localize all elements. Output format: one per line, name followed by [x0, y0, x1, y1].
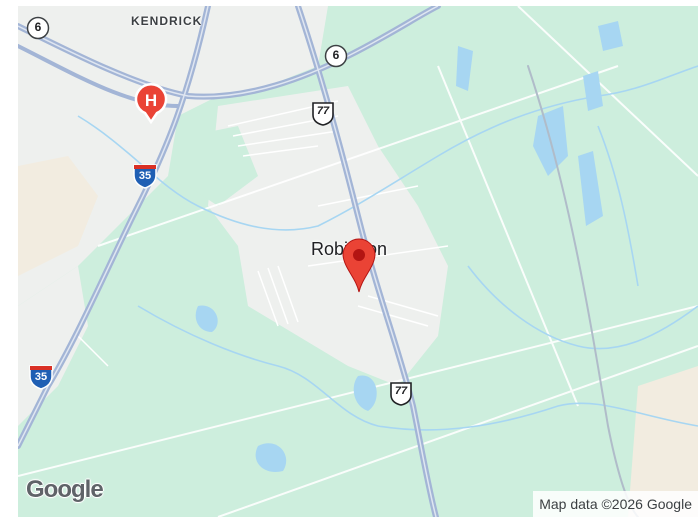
us-highway-77-shield: 77	[310, 100, 336, 126]
urban-area-northwest	[18, 6, 328, 306]
interstate-35-shield: 35	[28, 362, 54, 390]
location-pin-icon[interactable]	[340, 228, 378, 299]
neighborhood-label: KENDRICK	[131, 14, 203, 28]
sandy-area-west	[18, 156, 98, 276]
hospital-marker-letter: H	[145, 91, 157, 110]
state-highway-6-shield: 6	[324, 44, 348, 68]
map-attribution: Map data ©2026 Google	[533, 491, 698, 517]
hospital-marker-icon[interactable]: H	[134, 82, 168, 129]
google-logo: Google	[26, 476, 104, 503]
green-patch-2	[378, 86, 488, 186]
interstate-35-shield: 35	[132, 161, 158, 189]
ponds	[195, 21, 623, 472]
highway-centerlines	[18, 6, 439, 517]
sandy-area-southeast	[628, 366, 698, 517]
map-view[interactable]: KENDRICK Robinson 6 6 77 77 35 35 H	[18, 6, 698, 517]
rail-line	[527, 65, 639, 517]
us-highway-77-shield: 77	[388, 380, 414, 406]
state-highway-6-shield: 6	[26, 16, 50, 40]
map-base-layer	[18, 6, 698, 517]
